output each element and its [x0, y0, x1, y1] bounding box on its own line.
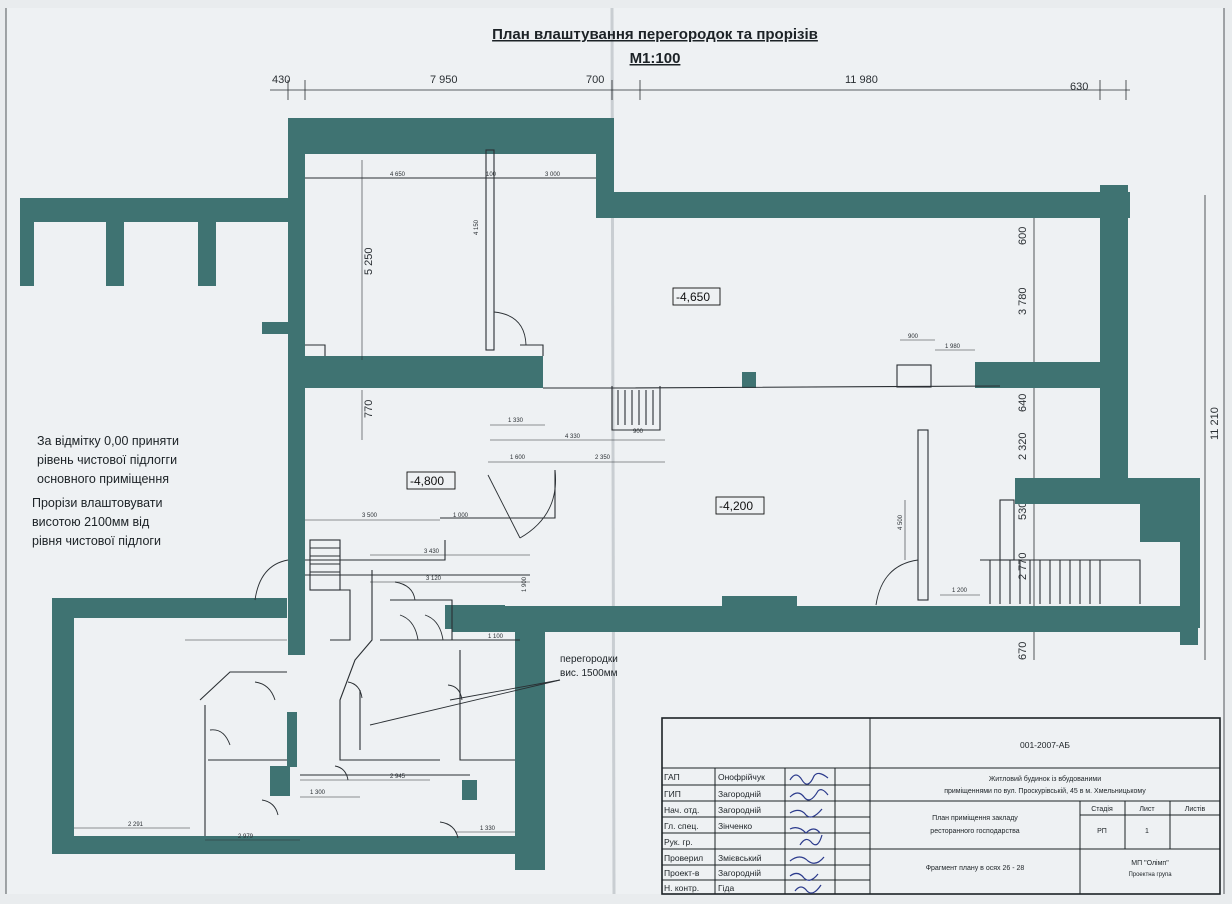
small-dim-22: 1 200	[952, 588, 968, 594]
role-3: Гл. спец.	[664, 821, 699, 831]
name-6: Загородній	[718, 868, 761, 878]
name-0: Онофрійчук	[718, 772, 765, 782]
title-block-fragment: Фрагмент плану в осях 26 - 28	[926, 865, 1025, 872]
walls	[20, 118, 1200, 870]
small-dim-6: 1 600	[510, 455, 526, 461]
dim-right-2: 640	[1017, 394, 1029, 412]
small-dim-20: 2 291	[128, 822, 144, 828]
small-dim-17: 2 945	[390, 774, 406, 780]
level-marker-2: -4,200	[715, 496, 765, 515]
role-0: ГАП	[664, 772, 680, 782]
dim-right-5: 2 770	[1017, 552, 1029, 580]
name-3: Зінченко	[718, 821, 752, 831]
dim-top-4: 630	[1070, 81, 1088, 93]
drawing-scale: М1:100	[630, 50, 681, 67]
small-dim-1: 100	[486, 172, 497, 178]
stage-header-2: Листів	[1185, 805, 1206, 813]
small-dim-19: 2 979	[238, 834, 254, 840]
dim-right-6: 670	[1017, 642, 1029, 660]
svg-text:-4,200: -4,200	[719, 499, 753, 513]
top-dimension-chain	[270, 80, 1130, 100]
title-block-project-1: приміщеннями по вул. Проскурівській, 45 …	[944, 787, 1146, 795]
note-line-2: основного приміщення	[37, 472, 169, 486]
dim-top-0: 430	[272, 74, 290, 86]
small-dim-18: 1 300	[310, 790, 326, 796]
role-7: Н. контр.	[664, 883, 699, 893]
dim-top-2: 700	[586, 74, 604, 86]
small-dim-9: 900	[908, 334, 919, 340]
title-block-sheet-title-0: План приміщення закладу	[932, 814, 1018, 822]
small-dim-16: 1 100	[488, 634, 504, 640]
small-dim-11: 3 500	[362, 513, 378, 519]
company-line-1: Проектна група	[1128, 872, 1172, 878]
small-dim-3: 4 150	[474, 219, 480, 235]
small-dim-21: 1 330	[480, 826, 496, 832]
stage-header-1: Лист	[1139, 806, 1155, 813]
role-4: Рук. гр.	[664, 837, 693, 847]
dim-right-4: 530	[1017, 502, 1029, 520]
dim-right-0: 600	[1017, 227, 1029, 245]
partition-leader-lines	[369, 679, 561, 726]
small-dim-12: 1 000	[453, 513, 469, 519]
small-dim-2: 3 000	[545, 172, 561, 178]
note-line-5: рівня чистової підлоги	[32, 534, 161, 548]
note-line-3: Прорізи влаштовувати	[32, 496, 162, 510]
partition-note-line-0: перегородки	[560, 654, 618, 665]
small-dim-4: 1 330	[508, 418, 524, 424]
svg-text:-4,800: -4,800	[410, 474, 444, 488]
small-dim-0: 4 650	[390, 172, 406, 178]
title-block: 001-2007-АБ Житловий будинок із вбудован…	[661, 717, 1221, 895]
role-5: Проверил	[664, 853, 703, 863]
right-dimension-chain	[1033, 195, 1206, 660]
note-line-1: рівень чистової підлогги	[37, 453, 177, 467]
name-5: Змієвський	[718, 853, 762, 863]
small-dim-7: 2 350	[595, 455, 611, 461]
sheet-border	[5, 8, 1225, 894]
partition-note-line-1: вис. 1500мм	[560, 668, 618, 679]
title-block-code: 001-2007-АБ	[1020, 740, 1070, 750]
name-7: Гіда	[718, 883, 734, 893]
dim-right-3: 2 320	[1017, 432, 1029, 460]
handwritten-signatures	[789, 772, 829, 894]
svg-text:-4,650: -4,650	[676, 290, 710, 304]
interior-dimension-lines	[74, 160, 980, 841]
dim-top-3: 11 980	[845, 74, 878, 86]
small-dim-8: 900	[633, 429, 644, 435]
role-1: ГИП	[664, 789, 681, 799]
title-block-project-0: Житловий будинок із вбудованими	[989, 775, 1101, 783]
small-dim-14: 3 120	[426, 576, 442, 582]
level-marker-0: -4,650	[672, 287, 721, 306]
small-dim-15: 1 900	[522, 576, 528, 592]
role-2: Нач. отд.	[664, 805, 699, 815]
small-dim-23: 4 500	[898, 514, 904, 530]
small-dim-5: 4 330	[565, 434, 581, 440]
company-line-0: МП "Олімп"	[1131, 859, 1169, 867]
dim-top-1: 7 950	[430, 74, 458, 86]
title-block-sheet-title-1: ресторанного господарства	[930, 828, 1019, 835]
small-dim-13: 3 430	[424, 549, 440, 555]
role-6: Проект-в	[664, 868, 700, 878]
small-dim-10: 1 980	[945, 344, 961, 350]
note-line-4: висотою 2100мм від	[32, 515, 150, 529]
note-line-0: За відмітку 0,00 приняти	[37, 434, 179, 448]
level-marker-1: -4,800	[406, 471, 456, 490]
name-2: Загородній	[718, 805, 761, 815]
dim-right-1: 3 780	[1017, 287, 1029, 315]
drawing-title: План влаштування перегородок та прорізів	[492, 26, 818, 43]
dim-left-0: 5 250	[363, 247, 375, 275]
stage-value-0: РП	[1097, 828, 1107, 835]
door-swings	[209, 311, 919, 839]
stage-value-1: 1	[1145, 828, 1149, 835]
dim-overall-right: 11 210	[1209, 407, 1221, 440]
dim-left-1: 770	[363, 400, 375, 418]
stage-header-0: Стадія	[1091, 805, 1113, 813]
partitions	[199, 149, 1141, 836]
name-1: Загородній	[718, 789, 761, 799]
